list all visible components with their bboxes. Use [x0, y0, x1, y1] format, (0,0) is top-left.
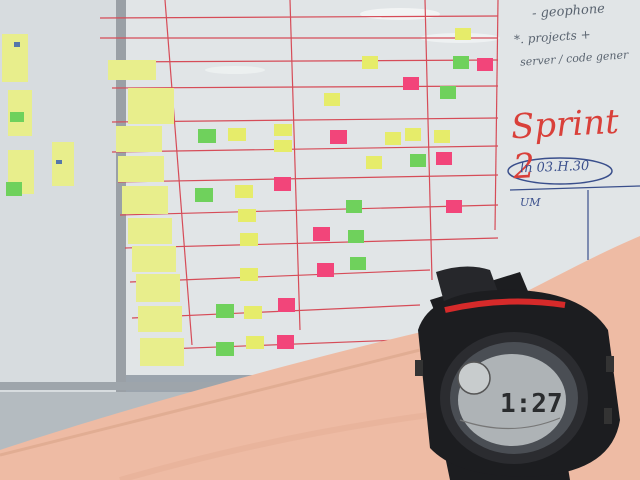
yellow-tasks [228, 28, 471, 349]
sprint-date: ln 03.H.30 [519, 158, 590, 177]
whiteboard-note-4: UM [520, 196, 541, 209]
wristwatch: 1:27 [415, 289, 620, 477]
green-tasks [195, 56, 469, 356]
pink-tasks [274, 58, 493, 349]
whiteboard-frame [116, 0, 126, 392]
watch-time: 1:27 [500, 389, 563, 419]
grid-lines [99, 0, 499, 351]
